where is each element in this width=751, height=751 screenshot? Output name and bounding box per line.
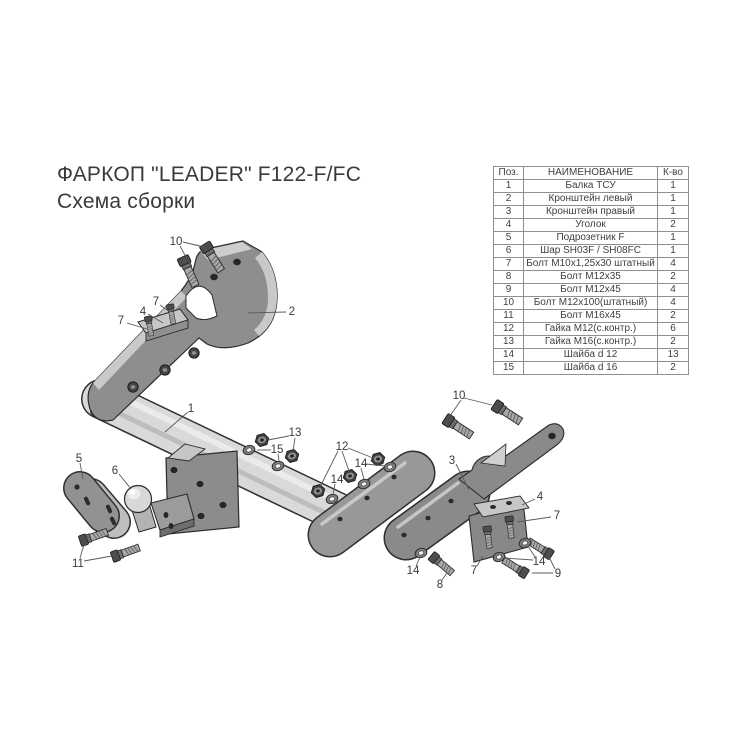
- bolt-10-right-b: [441, 412, 476, 442]
- callout-label-6: 6: [112, 465, 118, 477]
- callout-label-10: 10: [170, 236, 183, 248]
- callout-leader-line: [147, 313, 164, 324]
- callout-label-3: 3: [449, 455, 455, 467]
- callout-label-2: 2: [289, 306, 295, 318]
- callout-label-7: 7: [471, 565, 477, 577]
- left-angle: [137, 303, 189, 342]
- callout-leader-line: [441, 572, 448, 581]
- callout-label-13: 13: [289, 427, 302, 439]
- callout-label-7: 7: [153, 296, 159, 308]
- callout-leader-line: [365, 463, 386, 467]
- callout-leader-line: [476, 555, 484, 567]
- callout-leader-line: [449, 399, 462, 417]
- callout-leader-line: [277, 453, 280, 462]
- callout-label-7: 7: [118, 315, 124, 327]
- callout-label-5: 5: [76, 453, 82, 465]
- callout-label-15: 15: [271, 444, 284, 456]
- callout-leader-line: [126, 322, 148, 330]
- callout-label-9: 9: [555, 568, 561, 580]
- callout-label-11: 11: [72, 558, 84, 570]
- drawing-title: ФАРКОП "LEADER" F122-F/FC: [57, 163, 362, 186]
- callout-leader-line: [341, 450, 350, 472]
- socket-plate: [63, 471, 131, 539]
- bracket-bolt-heads: [127, 347, 200, 393]
- callout-leader-line: [332, 483, 336, 495]
- nut-13-a: [253, 432, 271, 448]
- table-cell: 2: [657, 361, 689, 375]
- callout-leader-line: [118, 473, 132, 490]
- callout-label-4: 4: [140, 306, 147, 318]
- callout-label-14: 14: [533, 556, 546, 568]
- callout-label-12: 12: [336, 441, 349, 453]
- bolt-10-right-a: [490, 398, 525, 428]
- callout-leader-line: [415, 556, 421, 567]
- callout-leader-line: [267, 435, 290, 441]
- callout-leader-line: [463, 397, 493, 406]
- callout-label-14: 14: [355, 458, 368, 470]
- callout-leader-line: [164, 411, 189, 433]
- bolt-11-b: [109, 541, 142, 563]
- callout-leader-line: [319, 450, 339, 488]
- nut-12-b: [341, 468, 359, 484]
- callout-leader-line: [179, 245, 187, 258]
- callout-leader-line: [521, 498, 536, 506]
- bolt-8: [427, 550, 457, 578]
- callout-leader-line: [503, 557, 534, 561]
- callout-leader-line: [455, 463, 470, 491]
- title-block: ФАРКОП "LEADER" F122-F/FC Схема сборки: [57, 161, 361, 215]
- drawing-subtitle: Схема сборки: [57, 190, 196, 213]
- callout-label-8: 8: [437, 579, 443, 591]
- callout-label-10: 10: [453, 390, 466, 402]
- callout-leader-line: [79, 462, 84, 480]
- callout-leader-line: [159, 304, 171, 313]
- left-bracket: [87, 240, 278, 422]
- callout-leader-line: [79, 544, 85, 559]
- callout-label-14: 14: [331, 474, 344, 486]
- callout-leader-line: [182, 241, 205, 248]
- nut-12-c: [369, 451, 387, 467]
- table-cell: Шайба d 16: [523, 361, 658, 375]
- callout-label-1: 1: [188, 403, 194, 415]
- callout-leader-line: [83, 555, 113, 562]
- callout-label-4: 4: [537, 491, 544, 503]
- beam-end-plate: [307, 450, 436, 558]
- nut-13-b: [283, 448, 301, 464]
- right-bracket: [383, 423, 565, 561]
- callout-leader-line: [548, 556, 556, 570]
- tow-ball: [123, 484, 195, 538]
- callout-leader-line: [527, 545, 536, 558]
- callout-label-7: 7: [554, 510, 560, 522]
- callout-leader-line: [347, 447, 374, 459]
- callout-leader-line: [292, 437, 296, 452]
- callout-leader-line: [360, 467, 365, 480]
- callout-leader-line: [247, 311, 287, 314]
- callout-leader-line: [516, 516, 552, 523]
- callout-label-14: 14: [407, 565, 420, 577]
